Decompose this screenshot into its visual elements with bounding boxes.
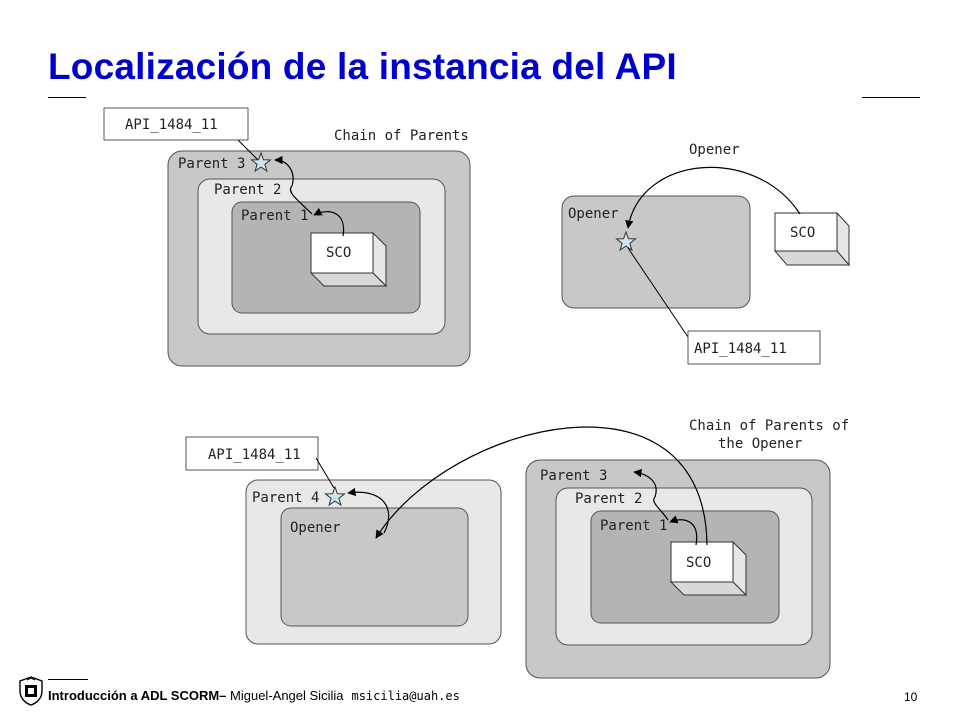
- opener-api-label-box: API_1484_11: [687, 330, 821, 365]
- api-label-box: API_1484_11: [103, 107, 249, 141]
- api-instance-star-icon: [250, 151, 272, 173]
- opener-sco-box: SCO: [773, 211, 851, 267]
- arrow-parent2-to-parent1: [289, 185, 313, 215]
- opener-api-label-text: API_1484_11: [694, 341, 787, 357]
- chain-of-opener-caption-line1: Chain of Parents of: [689, 418, 849, 434]
- p-api-pointer-line: [315, 457, 335, 489]
- chain-of-parents-caption: Chain of Parents: [334, 128, 469, 144]
- parent-1-label: Parent 1: [241, 208, 308, 224]
- p-sco-box: SCO: [669, 540, 748, 597]
- p-arrow-sco-to-p1: [669, 515, 698, 546]
- chain-of-parents-of-opener-diagram: Chain of Parents of the Opener Parent 4 …: [185, 418, 849, 679]
- arrow-sco-to-opener: [625, 166, 801, 229]
- sco-box: SCO: [309, 231, 388, 288]
- sco-label: SCO: [326, 245, 351, 261]
- university-crest-icon: [19, 676, 43, 706]
- p1-label: Parent 1: [600, 518, 667, 534]
- p-arrow-sco-to-opener: [375, 426, 708, 546]
- api-label-text: API_1484_11: [125, 117, 218, 133]
- parent-4-label: Parent 4: [252, 490, 319, 506]
- chain-of-opener-caption-line2: the Opener: [718, 436, 802, 452]
- footer-course: Introducción a ADL SCORM: [48, 688, 220, 703]
- p-arrow-p1-to-p2: [653, 496, 669, 521]
- slide-title: Localización de la instancia del API: [48, 46, 677, 87]
- opener-sco-label: SCO: [790, 225, 815, 241]
- opener-api-pointer-line: [627, 247, 691, 341]
- footer-rule: [48, 679, 88, 680]
- p-arrow-to-p2: [633, 468, 657, 498]
- api-pointer-line: [237, 139, 261, 163]
- p-api-label-text: API_1484_11: [208, 447, 301, 463]
- opener-inner-window: [280, 507, 469, 627]
- p3-label: Parent 3: [540, 468, 607, 484]
- title-rule-left: [48, 97, 86, 98]
- p-arrow-opener-to-parent4: [347, 487, 390, 534]
- arrow-to-parent2: [274, 155, 294, 187]
- api-discovery-diagram: Chain of Parents Parent 3 Parent 2 Paren…: [103, 107, 851, 679]
- p-sco-label: SCO: [686, 555, 711, 571]
- p2-label: Parent 2: [575, 491, 642, 507]
- arrow-parent1-to-sco: [313, 207, 345, 237]
- p-api-star-icon: [324, 485, 346, 507]
- chain-of-parents-diagram: Chain of Parents Parent 3 Parent 2 Paren…: [103, 107, 471, 367]
- footer-separator: –: [219, 688, 227, 703]
- footer-author: Miguel-Angel Sicilia: [226, 688, 344, 703]
- footer-email: msicilia@uah.es: [351, 689, 460, 703]
- title-rule-right: [862, 97, 920, 98]
- p-api-label-box: API_1484_11: [185, 436, 319, 471]
- opener-window: [561, 195, 751, 309]
- page-number: 10: [904, 690, 918, 704]
- parent-2-label: Parent 2: [214, 182, 281, 198]
- opener-caption: Opener: [689, 142, 740, 158]
- opener-api-star-icon: [615, 230, 637, 252]
- parent-3-label: Parent 3: [178, 156, 245, 172]
- opener-diagram: Opener Opener SCO API_1484_11: [561, 142, 851, 365]
- opener-window-label: Opener: [568, 206, 619, 222]
- footer-text: Introducción a ADL SCORM– Miguel-Angel S…: [48, 688, 460, 703]
- opener-inner-label: Opener: [290, 520, 341, 536]
